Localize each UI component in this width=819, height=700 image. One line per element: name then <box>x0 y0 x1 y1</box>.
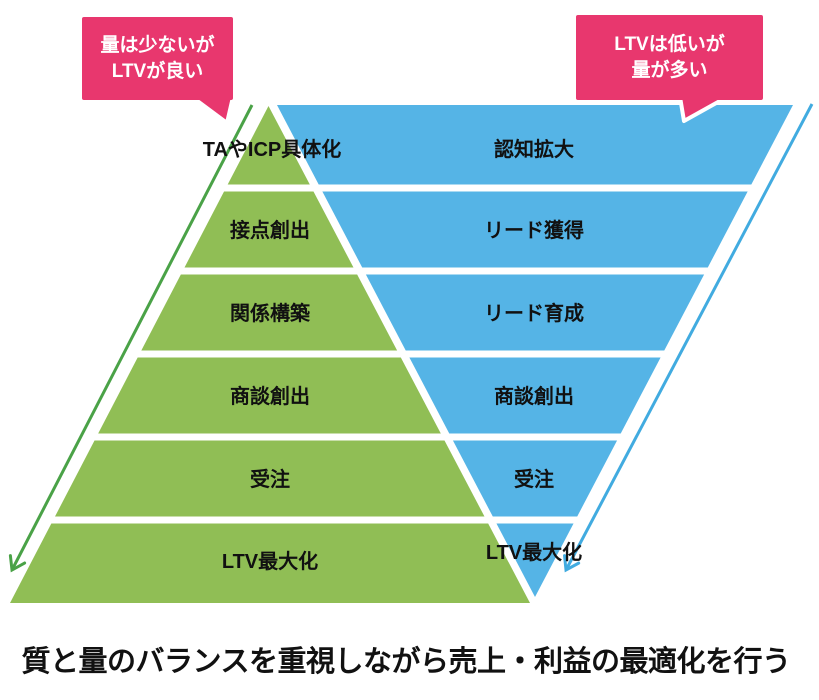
quantity-funnel-labels: 認知拡大 リード獲得 リード育成 商談創出 受注 LTV最大化 <box>484 137 584 564</box>
funnel-stage-label: リード育成 <box>484 301 584 325</box>
row-divider <box>0 184 819 192</box>
quantity-flow-arrow <box>563 103 814 573</box>
funnel-stage-label: 受注 <box>250 467 290 491</box>
callout-left-line2: LTVが良い <box>112 59 203 82</box>
funnel-stage-label: LTV最大化 <box>222 549 318 573</box>
callout-left-box <box>82 17 233 100</box>
funnel-stage-label: 認知拡大 <box>494 137 574 161</box>
funnel-stage-label: 関係構築 <box>230 301 311 325</box>
row-divider-lines <box>0 184 819 524</box>
funnel-stage-label: LTV最大化 <box>486 540 582 564</box>
row-divider <box>0 516 819 524</box>
callout-right-box <box>576 15 763 100</box>
callout-left: 量は少ないが LTVが良い <box>82 17 235 125</box>
diagram-caption: 質と量のバランスを重視しながら売上・利益の最適化を行う <box>22 644 791 678</box>
funnel-stage-label: リード獲得 <box>484 218 584 242</box>
quality-flow-arrow <box>8 104 254 573</box>
funnel-stage-label: 受注 <box>514 467 554 491</box>
callout-left-tail <box>190 95 235 125</box>
quality-funnel-labels: TAやICP具体化 接点創出 関係構築 商談創出 受注 LTV最大化 <box>203 137 342 573</box>
funnel-stage-label: TAやICP具体化 <box>203 137 342 161</box>
callout-left-line1: 量は少ないが <box>100 33 214 56</box>
funnel-stage-label: 商談創出 <box>494 384 574 408</box>
funnel-stage-label: 接点創出 <box>230 218 310 242</box>
row-divider <box>0 433 819 441</box>
row-divider <box>0 267 819 275</box>
funnel-stage-label: 商談創出 <box>230 384 310 408</box>
callout-right-line1: LTVは低いが <box>614 32 724 55</box>
callout-right-line2: 量が多い <box>631 58 707 81</box>
row-divider <box>0 350 819 358</box>
callout-right: LTVは低いが 量が多い <box>576 15 763 123</box>
